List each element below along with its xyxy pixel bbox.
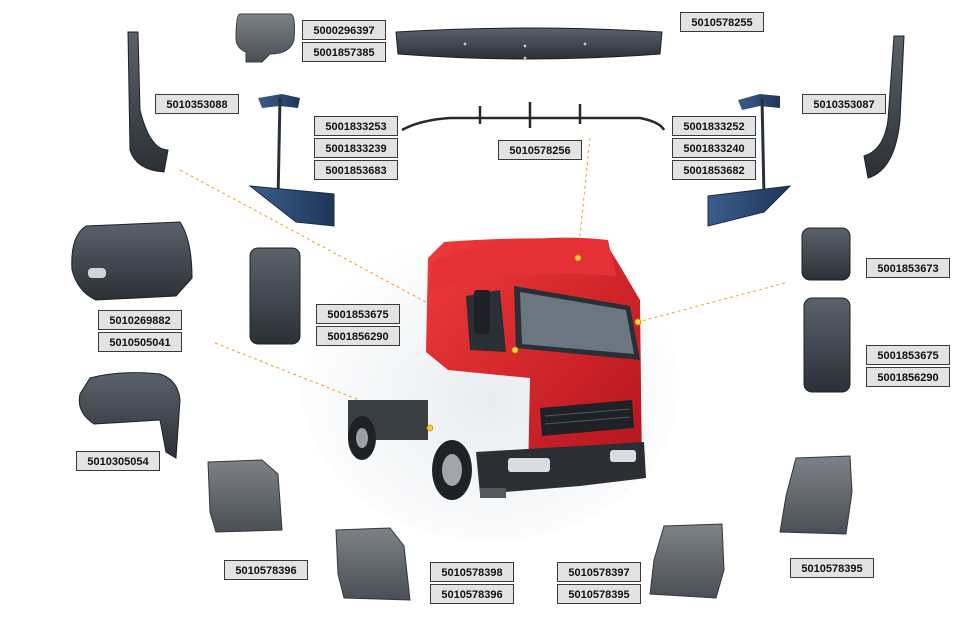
truck-illustration — [348, 237, 646, 500]
corner-panel-left — [127, 31, 169, 173]
label-bracket-right-b: 5001833240 — [672, 138, 756, 158]
label-bracket-left-b: 5001833239 — [314, 138, 398, 158]
fender-part-left-outer — [207, 459, 283, 533]
label-corner-left: 5010353088 — [155, 94, 239, 114]
mirror-bracket-right — [707, 94, 792, 227]
small-mirror-part — [235, 13, 295, 63]
label-group-small-mirror: 5000296397 5001857385 — [302, 20, 386, 64]
label-group-bracket-left: 5001833253 5001833239 5001853683 — [314, 116, 398, 182]
cover-panel-top — [71, 221, 193, 301]
label-small-mirror-a: 5000296397 — [302, 20, 386, 40]
label-small-mirror-b: 5001857385 — [302, 42, 386, 62]
label-bumper-bar: 5010578256 — [498, 140, 582, 160]
leader-dots — [426, 254, 642, 432]
label-group-fender-right-center: 5010578397 5010578395 — [557, 562, 641, 606]
label-cover-top-b: 5010505041 — [98, 332, 182, 352]
label-group-mirror-left: 5001853675 5001856290 — [316, 304, 400, 348]
label-fender-lc-b: 5010578396 — [430, 584, 514, 604]
label-fender-right-outer: 5010578395 — [790, 558, 874, 578]
label-bracket-left-a: 5001833253 — [314, 116, 398, 136]
label-group-fender-left-center: 5010578398 5010578396 — [430, 562, 514, 606]
corner-panel-right — [863, 35, 905, 179]
label-fender-rc-a: 5010578397 — [557, 562, 641, 582]
label-bracket-right-a: 5001833252 — [672, 116, 756, 136]
label-cover-bottom: 5010305054 — [76, 451, 160, 471]
label-fender-rc-b: 5010578395 — [557, 584, 641, 604]
label-mirror-right-a: 5001853675 — [866, 345, 950, 365]
label-fender-lc-a: 5010578398 — [430, 562, 514, 582]
bumper-bar-part — [401, 102, 666, 132]
sun-visor-part — [395, 27, 663, 60]
mirror-bracket-left — [248, 94, 335, 227]
label-group-cover-top: 5010269882 5010505041 — [98, 310, 182, 354]
label-bracket-right-c: 5001853682 — [672, 160, 756, 180]
label-fender-left-outer: 5010578396 — [224, 560, 308, 580]
label-mirror-right-b: 5001856290 — [866, 367, 950, 387]
mirror-right-part — [803, 297, 851, 393]
label-bracket-left-c: 5001853683 — [314, 160, 398, 180]
label-mirror-right-top: 5001853673 — [866, 258, 950, 278]
fender-part-right-center — [649, 523, 725, 599]
label-group-mirror-right: 5001853675 5001856290 — [866, 345, 950, 389]
cover-panel-bottom — [78, 372, 181, 459]
label-group-bracket-right: 5001833252 5001833240 5001853682 — [672, 116, 756, 182]
label-mirror-left-b: 5001856290 — [316, 326, 400, 346]
mirror-right-top-part — [801, 227, 851, 281]
mirror-left-part — [249, 247, 301, 345]
label-corner-right: 5010353087 — [802, 94, 886, 114]
fender-part-right-outer — [779, 455, 853, 535]
fender-part-left-center — [335, 527, 411, 601]
label-sun-visor: 5010578255 — [680, 12, 764, 32]
label-cover-top-a: 5010269882 — [98, 310, 182, 330]
label-mirror-left-a: 5001853675 — [316, 304, 400, 324]
